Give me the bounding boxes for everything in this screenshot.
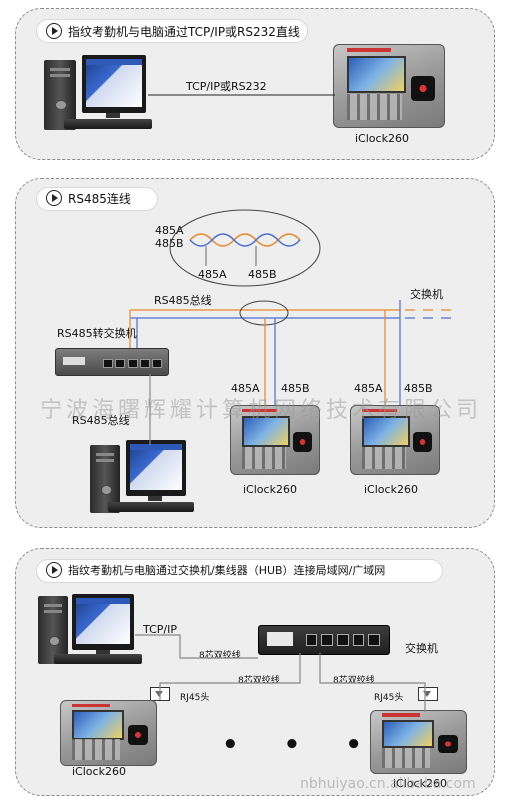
pc-monitor bbox=[72, 594, 134, 650]
cable-label-2: 8芯双绞线 bbox=[238, 676, 280, 686]
wave-blue bbox=[189, 233, 301, 247]
section-header-pill bbox=[36, 559, 443, 583]
play-icon bbox=[46, 23, 62, 39]
computer-1 bbox=[44, 55, 154, 135]
section2-header: RS485连线 bbox=[46, 187, 131, 209]
device-label-1: iClock260 bbox=[355, 132, 409, 145]
bus-tap-ellipse bbox=[239, 300, 289, 326]
watermark-url: nbhuiyao.cn.alibaba.com bbox=[300, 776, 476, 792]
device1-485a: 485A bbox=[231, 382, 260, 395]
section1-title: 指纹考勤机与电脑通过TCP/IP或RS232直线 bbox=[68, 24, 300, 39]
play-icon bbox=[46, 562, 62, 578]
device-left-name: iClock260 bbox=[72, 765, 126, 778]
more-devices-ellipsis: • • • bbox=[222, 730, 380, 760]
iclock-device-2 bbox=[230, 405, 320, 475]
pc-to-hub-line bbox=[135, 634, 258, 659]
keyboard bbox=[54, 654, 142, 664]
hub-switch-label: 交换机 bbox=[405, 642, 438, 655]
twisted-pair-ellipse bbox=[169, 209, 321, 287]
wave-mid-b: 485B bbox=[248, 268, 277, 281]
fingerprint-sensor-icon bbox=[127, 725, 149, 745]
section-header-pill bbox=[36, 19, 308, 43]
section2-title: RS485连线 bbox=[68, 191, 131, 206]
pc-monitor bbox=[126, 440, 186, 496]
rs485-converter-switch bbox=[55, 348, 169, 376]
pc-tower bbox=[90, 445, 120, 513]
link-label: TCP/IP或RS232 bbox=[186, 80, 267, 93]
device2-485b: 485B bbox=[404, 382, 433, 395]
hub-to-right-device bbox=[319, 653, 426, 712]
wave-orange bbox=[189, 233, 301, 247]
cable-label-1: 8芯双绞线 bbox=[199, 651, 241, 661]
wave-label-b: 485B bbox=[155, 237, 184, 250]
fingerprint-sensor-icon bbox=[411, 76, 436, 101]
device2-name: iClock260 bbox=[364, 483, 418, 496]
switch-label: 交换机 bbox=[410, 288, 443, 301]
computer-3 bbox=[38, 592, 148, 672]
play-icon bbox=[46, 190, 62, 206]
panel-lan-connection: 指纹考勤机与电脑通过交换机/集线器（HUB）连接局域网/广域网 bbox=[15, 548, 495, 796]
bus-label: RS485总线 bbox=[154, 294, 212, 307]
keyboard bbox=[108, 502, 194, 512]
computer-2 bbox=[90, 440, 200, 520]
pc-monitor bbox=[82, 55, 146, 113]
device1-name: iClock260 bbox=[243, 483, 297, 496]
bus-label-lower: RS485总线 bbox=[72, 414, 130, 427]
keyboard bbox=[64, 119, 152, 129]
cable-label-3: 8芯双绞线 bbox=[333, 676, 375, 686]
network-switch-hub bbox=[258, 625, 390, 655]
pc-tower bbox=[38, 596, 68, 664]
converter-label: RS485转交换机 bbox=[57, 327, 137, 340]
tcpip-label: TCP/IP bbox=[143, 623, 177, 636]
wave-label-a: 485A bbox=[155, 224, 184, 237]
hub-to-left-device bbox=[159, 653, 301, 700]
device2-485a: 485A bbox=[354, 382, 383, 395]
iclock-device-5 bbox=[370, 710, 467, 774]
fingerprint-sensor-icon bbox=[437, 734, 459, 754]
fingerprint-sensor-icon bbox=[412, 431, 432, 453]
fingerprint-sensor-icon bbox=[292, 431, 312, 453]
iclock-device-1 bbox=[333, 44, 445, 128]
section1-header: 指纹考勤机与电脑通过TCP/IP或RS232直线 bbox=[46, 20, 300, 42]
section3-header: 指纹考勤机与电脑通过交换机/集线器（HUB）连接局域网/广域网 bbox=[46, 559, 385, 581]
rj45-label-right: RJ45头 bbox=[374, 693, 404, 703]
wave-mid-a: 485A bbox=[198, 268, 227, 281]
iclock-device-3 bbox=[350, 405, 440, 475]
device-right-name: iClock260 bbox=[393, 777, 447, 790]
pc-tower bbox=[44, 60, 76, 130]
watermark-text: 宁波海曙辉耀计算机网络技术有限公司 bbox=[40, 398, 483, 423]
iclock-device-4 bbox=[60, 700, 157, 766]
section3-title: 指纹考勤机与电脑通过交换机/集线器（HUB）连接局域网/广域网 bbox=[68, 564, 386, 577]
rj45-label-left: RJ45头 bbox=[180, 693, 210, 703]
rj45-connector-icon bbox=[418, 687, 438, 701]
device1-485b: 485B bbox=[281, 382, 310, 395]
